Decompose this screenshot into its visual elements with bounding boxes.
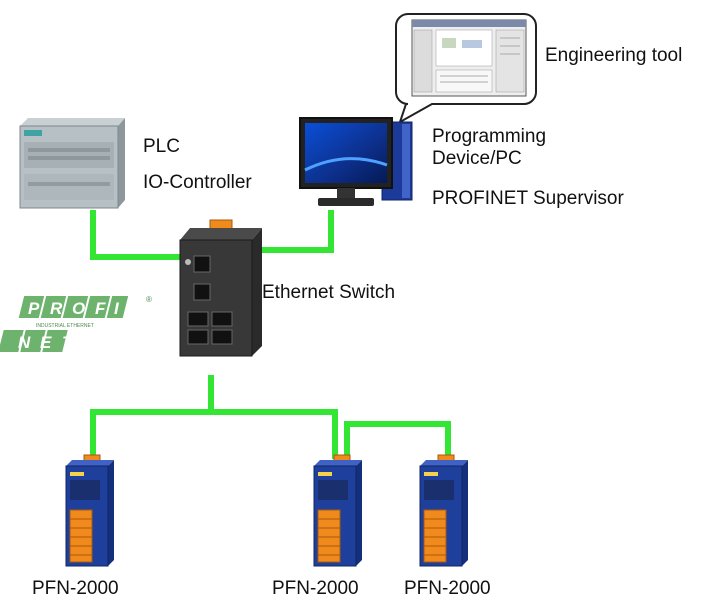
wire-daisy-horizontal bbox=[344, 421, 451, 427]
device-pc-label: Device/PC bbox=[432, 148, 522, 169]
pfn-device-1-icon bbox=[65, 454, 114, 567]
logo-letter: R bbox=[50, 299, 63, 318]
wire-plc-to-switch bbox=[90, 254, 180, 260]
software-screenshot bbox=[411, 19, 527, 97]
ethernet-switch-label: Ethernet Switch bbox=[262, 282, 396, 303]
logo-subtitle: INDUSTRIAL ETHERNET bbox=[36, 323, 94, 329]
wire-to-device1 bbox=[90, 409, 96, 459]
logo-letter: F bbox=[95, 299, 106, 318]
pfn-device-3-icon bbox=[419, 454, 468, 567]
profinet-supervisor-label: PROFINET Supervisor bbox=[432, 188, 624, 209]
logo-letter: P bbox=[28, 299, 40, 318]
wire-daisy-down bbox=[445, 421, 451, 459]
wire-to-device2 bbox=[332, 409, 338, 459]
wire-trunk-horizontal bbox=[90, 409, 338, 415]
logo-letter: T bbox=[62, 333, 74, 352]
wire-switch-to-pc bbox=[262, 247, 334, 253]
io-controller-label: IO-Controller bbox=[143, 172, 252, 193]
pfn-device-2-icon bbox=[313, 454, 362, 567]
pfn-2000-label-1: PFN-2000 bbox=[32, 578, 119, 599]
wire-pc-down bbox=[328, 210, 334, 253]
logo-letter: N bbox=[18, 333, 31, 352]
logo-letter: I bbox=[114, 299, 120, 318]
plc-label: PLC bbox=[143, 136, 180, 157]
wire-switch-down bbox=[208, 375, 214, 415]
wire-plc-down bbox=[90, 210, 96, 260]
engineering-tool-label: Engineering tool bbox=[545, 45, 683, 66]
pfn-2000-label-2: PFN-2000 bbox=[272, 578, 359, 599]
logo-letter: E bbox=[40, 333, 52, 352]
logo-registered: ® bbox=[146, 295, 152, 304]
pfn-2000-label-3: PFN-2000 bbox=[404, 578, 491, 599]
wire-daisy-up bbox=[344, 421, 350, 459]
programming-label: Programming bbox=[432, 126, 547, 147]
logo-letter: O bbox=[72, 299, 85, 318]
